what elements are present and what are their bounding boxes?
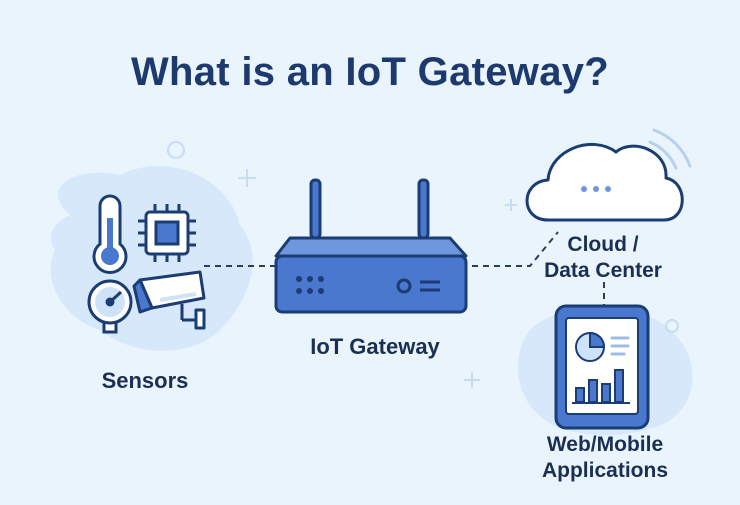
security-camera-icon (132, 270, 206, 330)
tablet-icon (554, 304, 650, 430)
pressure-gauge-icon (87, 279, 133, 334)
apps-label-line1: Web/Mobile (546, 433, 664, 456)
thermometer-icon (92, 194, 128, 274)
sensors-label: Sensors (101, 368, 189, 393)
cloud-label: Cloud / Data Center (528, 232, 678, 284)
cloud-label-line2: Data Center (544, 259, 662, 282)
microchip-icon (138, 204, 196, 262)
connector-gateway-cloud (472, 231, 559, 267)
gateway-label: IoT Gateway (310, 334, 440, 359)
pie-chart-icon (575, 331, 630, 362)
sensors-backdrop (50, 165, 253, 351)
router-icon (274, 178, 468, 314)
cloud-icon (525, 142, 684, 222)
decor-sparkles (167, 141, 679, 388)
connectors (204, 231, 605, 306)
wifi-signal-icon (648, 128, 692, 170)
bar-chart-icon (572, 369, 630, 404)
apps-label-line2: Applications (541, 459, 668, 482)
cloud-label-line1: Cloud / (567, 233, 639, 256)
page-title: What is an IoT Gateway? (130, 50, 610, 94)
apps-label: Web/Mobile Applications (520, 432, 690, 484)
